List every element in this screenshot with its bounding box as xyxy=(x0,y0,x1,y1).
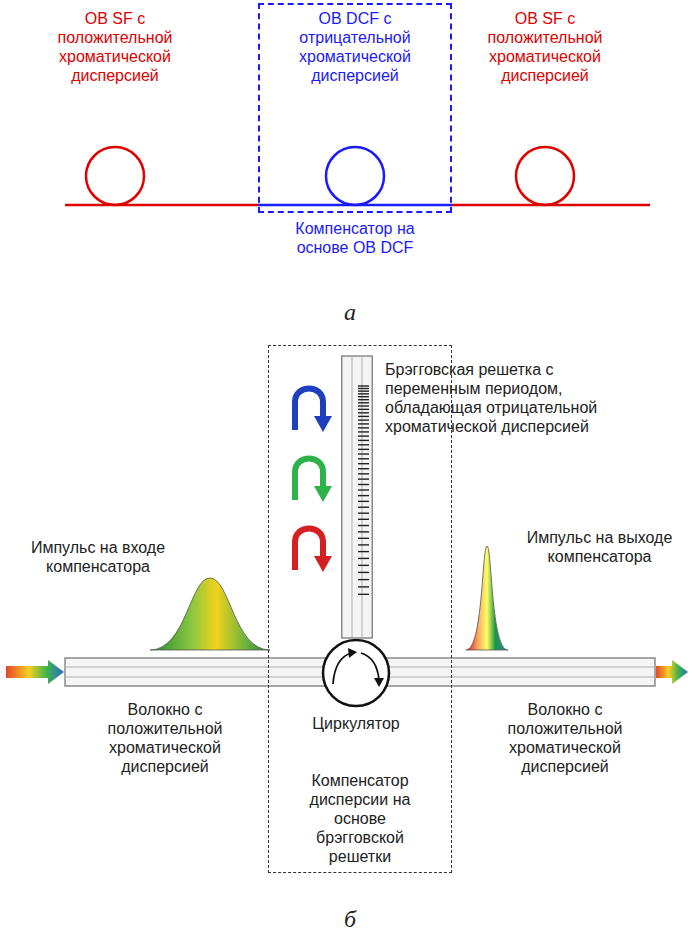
figure-letter: б xyxy=(335,905,365,933)
coil-ring xyxy=(326,147,384,205)
compensator-box: ЦиркуляторБрэгговская решетка с переменн… xyxy=(268,345,452,873)
fiber-line xyxy=(115,204,355,207)
circulator: Циркулятор xyxy=(321,638,391,708)
annotation: Импульс на выходе компенсатора xyxy=(512,528,687,566)
annotation: Импульс на входе компенсатора xyxy=(12,538,184,576)
circulator-symbol xyxy=(321,638,391,708)
node-label: Компенсатор дисперсии на основе брэгговс… xyxy=(295,771,425,866)
fiber-with-grating xyxy=(341,356,373,638)
annotation: Волокно с положительной хроматической ди… xyxy=(85,700,245,776)
node-label: ОВ SF с положительной хроматической дисп… xyxy=(25,9,205,85)
coil-symbol xyxy=(514,145,576,207)
output-light-arrow xyxy=(656,660,688,684)
node-label: Циркулятор xyxy=(312,714,399,733)
fiber-coil: ОВ SF с положительной хроматической дисп… xyxy=(25,5,205,207)
coil-symbol xyxy=(84,145,146,207)
fiber-coil: ОВ SF с положительной хроматической дисп… xyxy=(455,5,635,207)
annotation: Волокно с положительной хроматической ди… xyxy=(485,700,645,776)
input-light-arrow xyxy=(6,660,64,684)
node-label: Брэгговская решетка с переменным периодо… xyxy=(385,360,625,436)
output-pulse xyxy=(466,546,508,650)
bragg-grating: Брэгговская решетка с переменным периодо… xyxy=(341,356,373,638)
figure-letter: а xyxy=(335,298,365,326)
node-label: Компенсатор на основе ОВ DCF xyxy=(280,219,430,257)
fiber-line xyxy=(355,204,545,207)
coil-ring xyxy=(516,147,574,205)
compensator-box: ОВ DCF с отрицательной хроматической дис… xyxy=(258,3,452,213)
coil-symbol xyxy=(324,145,386,207)
node-label: ОВ SF с положительной хроматической дисп… xyxy=(455,9,635,85)
fiber-line xyxy=(545,204,650,207)
reflection-arrows xyxy=(295,389,332,573)
node-label: ОВ DCF с отрицательной хроматической дис… xyxy=(260,9,450,85)
input-pulse xyxy=(150,578,270,650)
coil-ring xyxy=(86,147,144,205)
fiber-coil: ОВ DCF с отрицательной хроматической дис… xyxy=(260,5,450,207)
